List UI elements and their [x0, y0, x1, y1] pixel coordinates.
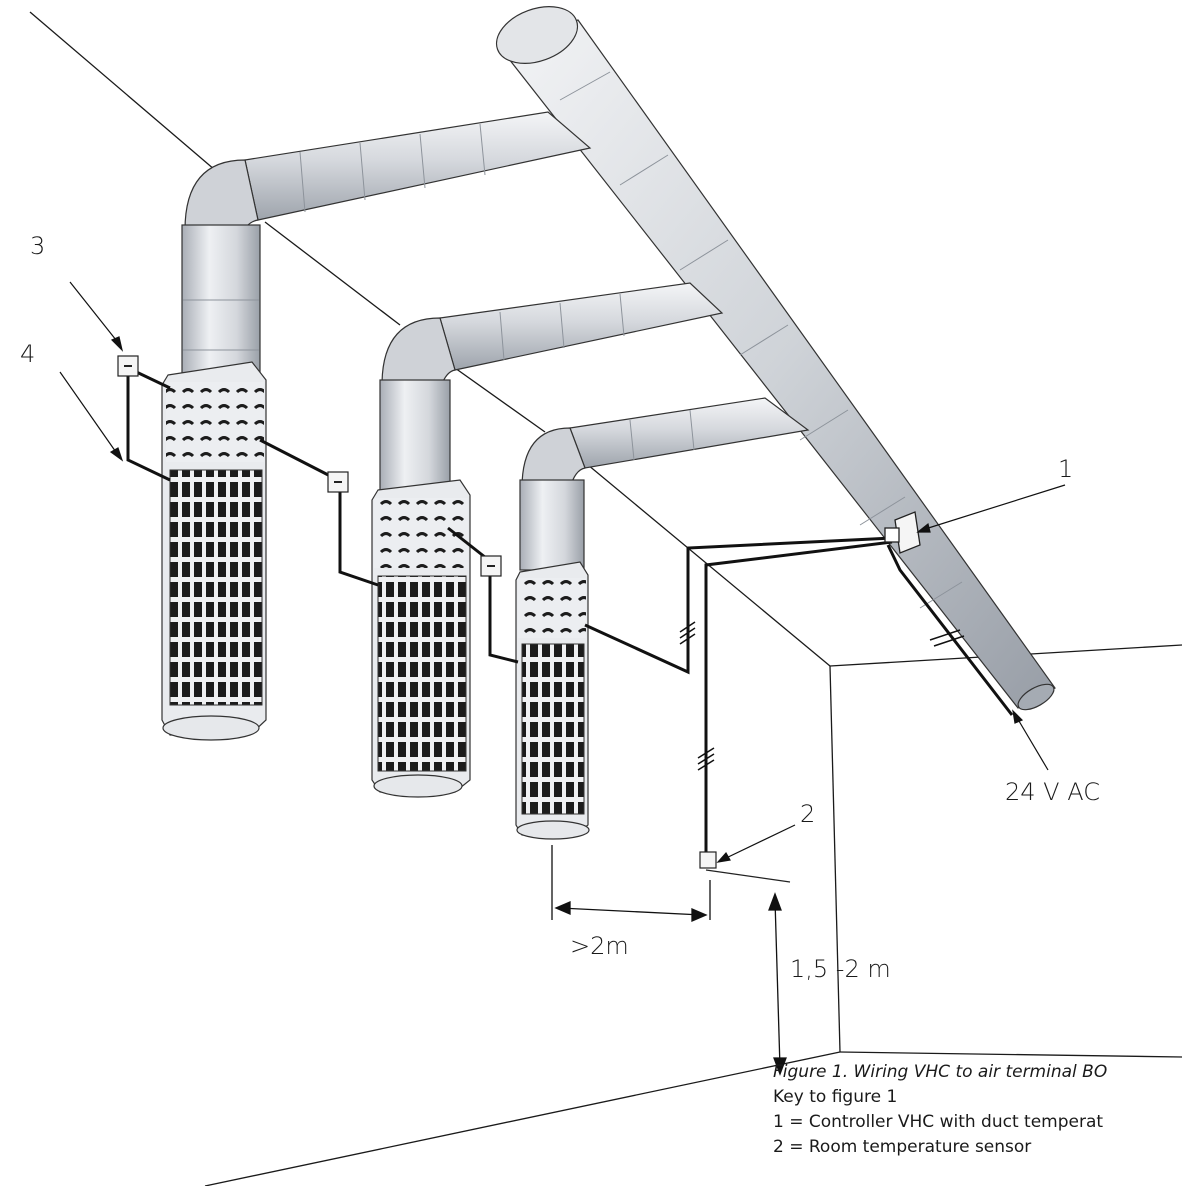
room-sensor-icon	[699, 851, 791, 883]
room-sensor-number: 2	[800, 800, 816, 828]
height-label: 1,5 -2 m	[790, 955, 891, 983]
duct-sensor-icon	[117, 355, 502, 577]
key-item-2: 2 = Room temperature sensor	[773, 1137, 1032, 1157]
air-terminal-3	[515, 561, 590, 840]
leader-lines	[59, 281, 1066, 863]
branch-duct-2	[379, 282, 724, 501]
supply-voltage-label: 24 V AC	[1005, 778, 1100, 806]
controller-icon	[884, 511, 921, 554]
figure-title: Figure 1. Wiring VHC to air terminal BO	[773, 1062, 1108, 1082]
distance-label: >2m	[570, 932, 629, 960]
dimension-lines	[551, 845, 787, 1076]
branch-duct-3	[519, 397, 810, 571]
cable-marks	[679, 621, 965, 771]
air-terminal-2	[371, 479, 471, 798]
key-heading: Key to figure 1	[773, 1087, 898, 1107]
key-item-1: 1 = Controller VHC with duct temperat	[773, 1112, 1104, 1132]
controller-number: 1	[1058, 455, 1074, 483]
air-terminal-1	[161, 361, 267, 741]
cable-number: 4	[20, 340, 36, 368]
duct-sensor-number: 3	[30, 232, 46, 260]
figure-caption: Figure 1. Wiring VHC to air terminal BO …	[773, 1060, 1182, 1186]
